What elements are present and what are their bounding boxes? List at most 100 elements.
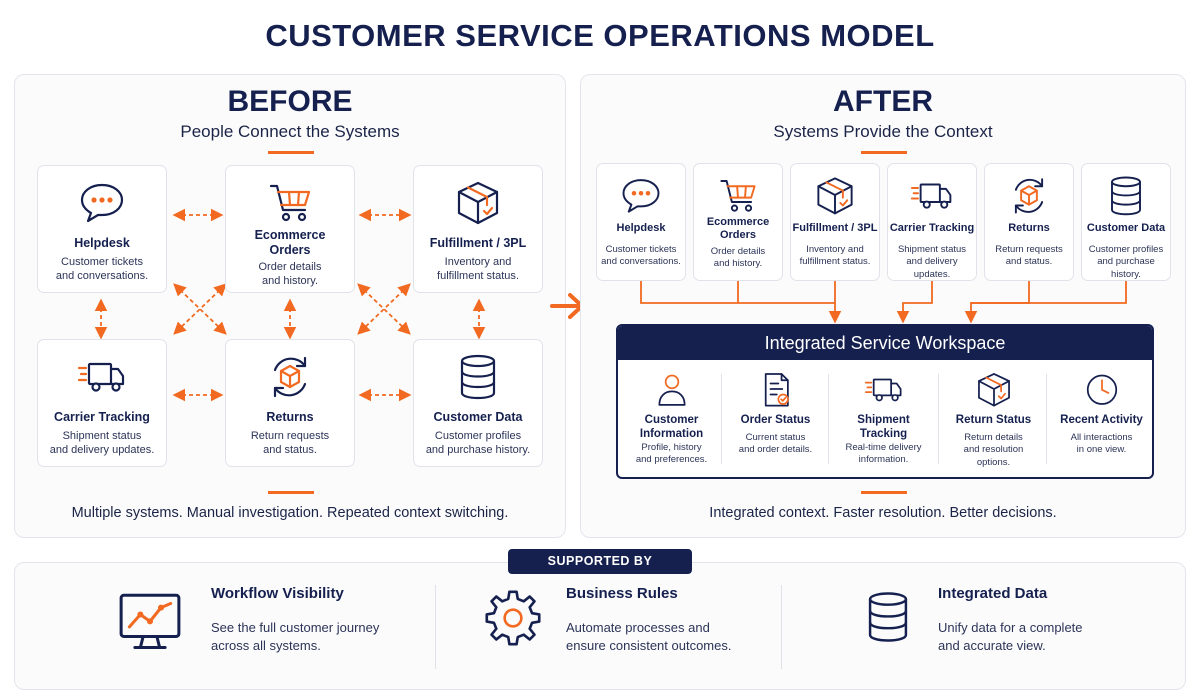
package-box-icon [977,373,1010,407]
database-icon [460,354,496,400]
support-item-workflow-visibility: Workflow Visibility See the full custome… [15,563,435,691]
after-footer: Integrated context. Faster resolution. B… [709,505,1057,521]
package-box-icon [457,181,499,225]
chat-bubble-icon [622,179,660,213]
monitor-chart-icon [119,593,181,650]
workspace-item-title: Order Status [740,414,811,426]
workspace-item-title: Return Status [955,414,1032,426]
support-item-title: Integrated Data [938,585,1048,602]
after-subtitle: Systems Provide the Context [773,122,993,141]
database-icon [868,592,908,642]
before-panel: BEFORE People Connect the Systems Helpde… [14,74,566,538]
before-footer: Multiple systems. Manual investigation. … [71,505,509,521]
card-title: Fulfillment / 3PL [429,236,527,250]
support-item-integrated-data: Integrated Data Unify data for a complet… [782,563,1186,691]
page-title: CUSTOMER SERVICE OPERATIONS MODEL [265,18,935,53]
before-title-rule [268,151,314,154]
supported-by-label: SUPPORTED BY [508,549,692,574]
card-title: Returns [1008,222,1050,234]
support-item-title: Business Rules [566,585,678,602]
workspace-divider [1046,374,1047,464]
before-subtitle: People Connect the Systems [180,122,400,141]
shopping-cart-icon [720,180,756,212]
supported-by-panel: Workflow Visibility See the full custome… [14,562,1186,690]
after-title: AFTER [833,85,933,118]
card-title: Customer Data [1086,222,1166,234]
workspace-item-title: Recent Activity [1060,414,1143,426]
support-item-title: Workflow Visibility [211,585,344,602]
gear-icon [485,590,541,646]
return-cycle-icon [273,356,307,398]
shopping-cart-icon [269,184,311,222]
clock-icon [1086,374,1117,405]
database-icon [1111,176,1141,216]
support-divider [435,585,436,669]
delivery-truck-icon [864,378,901,402]
before-title: BEFORE [227,85,353,118]
card-title: Fulfillment / 3PL [792,222,878,234]
package-box-icon [817,177,853,215]
card-title: Helpdesk [616,222,666,234]
workspace-title: Integrated Service Workspace [618,326,1152,360]
after-title-rule [861,151,907,154]
card-title: Carrier Tracking [54,410,150,424]
support-divider [781,585,782,669]
chat-bubble-icon [80,183,124,223]
person-icon [657,374,686,406]
workspace-divider [721,374,722,464]
card-title: Customer Data [433,410,523,424]
return-cycle-icon [1014,178,1044,214]
workspace-divider [828,374,829,464]
after-flow-lines [640,279,1127,324]
card-title: Returns [266,410,314,424]
delivery-truck-icon [910,183,952,209]
after-footer-rule [861,491,907,494]
card-title: Carrier Tracking [889,222,975,234]
delivery-truck-icon [77,362,125,392]
before-footer-rule [268,491,314,494]
order-document-icon [764,373,789,407]
card-title: Helpdesk [74,236,130,250]
workspace-divider [938,374,939,464]
